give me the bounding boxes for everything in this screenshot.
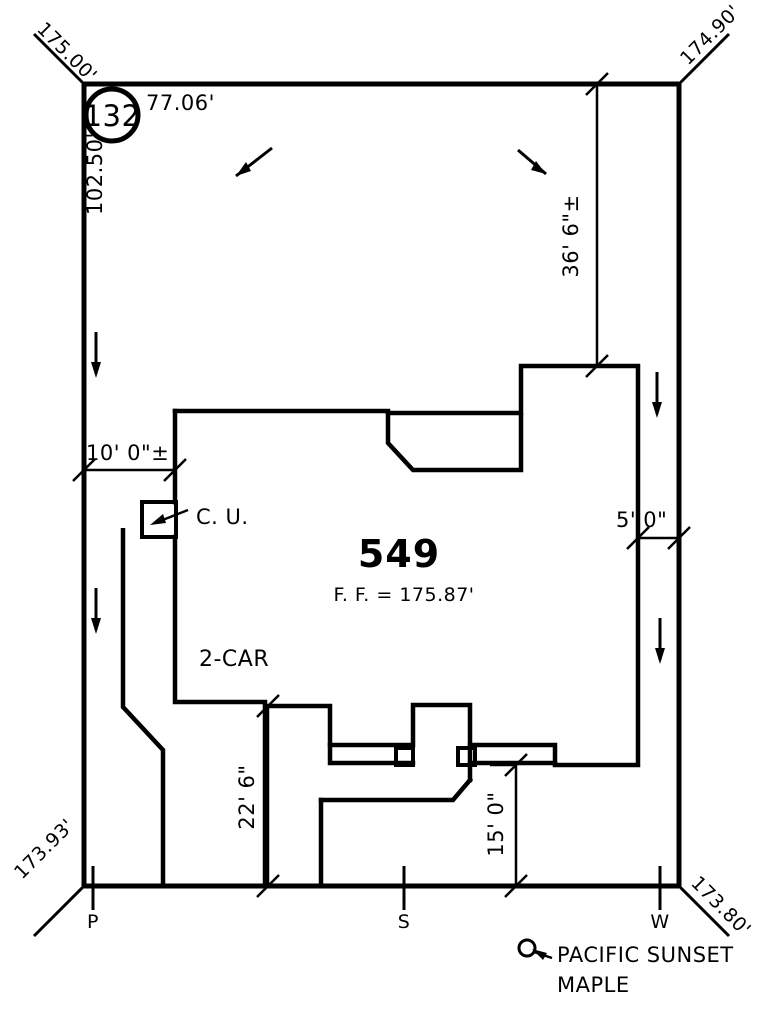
drainage-arrow-left-lower bbox=[91, 588, 101, 634]
drainage-arrow-right-lower bbox=[655, 618, 665, 664]
cleanout-leader bbox=[150, 508, 189, 525]
driveway-outline bbox=[120, 528, 166, 886]
dimension-rear-setback-label: 36' 6"± bbox=[559, 194, 583, 277]
utility-marker-p: P bbox=[87, 911, 99, 933]
corner-label-bottom-left: 173.93' bbox=[10, 815, 79, 884]
dimension-left-setback-label: 10' 0"± bbox=[86, 441, 169, 465]
garage-label: 2-CAR bbox=[199, 647, 269, 672]
utility-markers bbox=[91, 866, 662, 910]
drainage-arrow-right-upper bbox=[652, 372, 662, 418]
tree-legend-line-2: MAPLE bbox=[557, 973, 630, 997]
house-number: 549 bbox=[358, 532, 440, 576]
drainage-arrow-left-upper bbox=[91, 332, 101, 378]
dimension-right-setback bbox=[626, 526, 691, 550]
tree-legend-line-1: PACIFIC SUNSET bbox=[557, 943, 734, 967]
utility-marker-s: S bbox=[398, 911, 411, 933]
porch-posts bbox=[394, 746, 477, 767]
property-boundary bbox=[81, 81, 682, 889]
cleanout-label: C. U. bbox=[196, 505, 249, 529]
corner-label-bottom-right: 173.80' bbox=[686, 872, 755, 941]
dimension-rear-setback bbox=[585, 72, 609, 378]
house-bay-detail bbox=[385, 413, 524, 473]
tree-legend-symbol bbox=[517, 938, 553, 960]
porch-post-left bbox=[394, 746, 415, 767]
dimension-front-setback-label: 15' 0" bbox=[484, 791, 508, 856]
dimension-left-setback bbox=[72, 458, 187, 505]
dimension-right-setback-label: 5' 0" bbox=[616, 508, 667, 532]
drainage-arrow-right bbox=[517, 148, 547, 176]
dimension-front-setback bbox=[490, 753, 528, 898]
lot-number-bubble: 132 bbox=[83, 86, 141, 144]
utility-marker-w: W bbox=[650, 911, 669, 933]
drainage-flow-arrows bbox=[91, 146, 665, 664]
dimension-garage-setback-label: 22' 6" bbox=[235, 764, 259, 829]
corner-chamfer-lines bbox=[32, 32, 731, 938]
cleanout-box bbox=[140, 500, 178, 539]
left-edge-dimension: 102.50' bbox=[83, 132, 107, 215]
corner-label-top-left: 175.00' bbox=[32, 18, 101, 87]
porch-post-right bbox=[456, 746, 477, 767]
dimension-garage-setback bbox=[256, 694, 280, 898]
finish-floor-elevation: F. F. = 175.87' bbox=[333, 584, 474, 606]
corner-label-top-right: 174.90' bbox=[676, 1, 745, 70]
drainage-arrow-left bbox=[235, 146, 273, 178]
lot-number-text: 132 bbox=[84, 99, 141, 133]
top-edge-dimension: 77.06' bbox=[146, 91, 215, 115]
